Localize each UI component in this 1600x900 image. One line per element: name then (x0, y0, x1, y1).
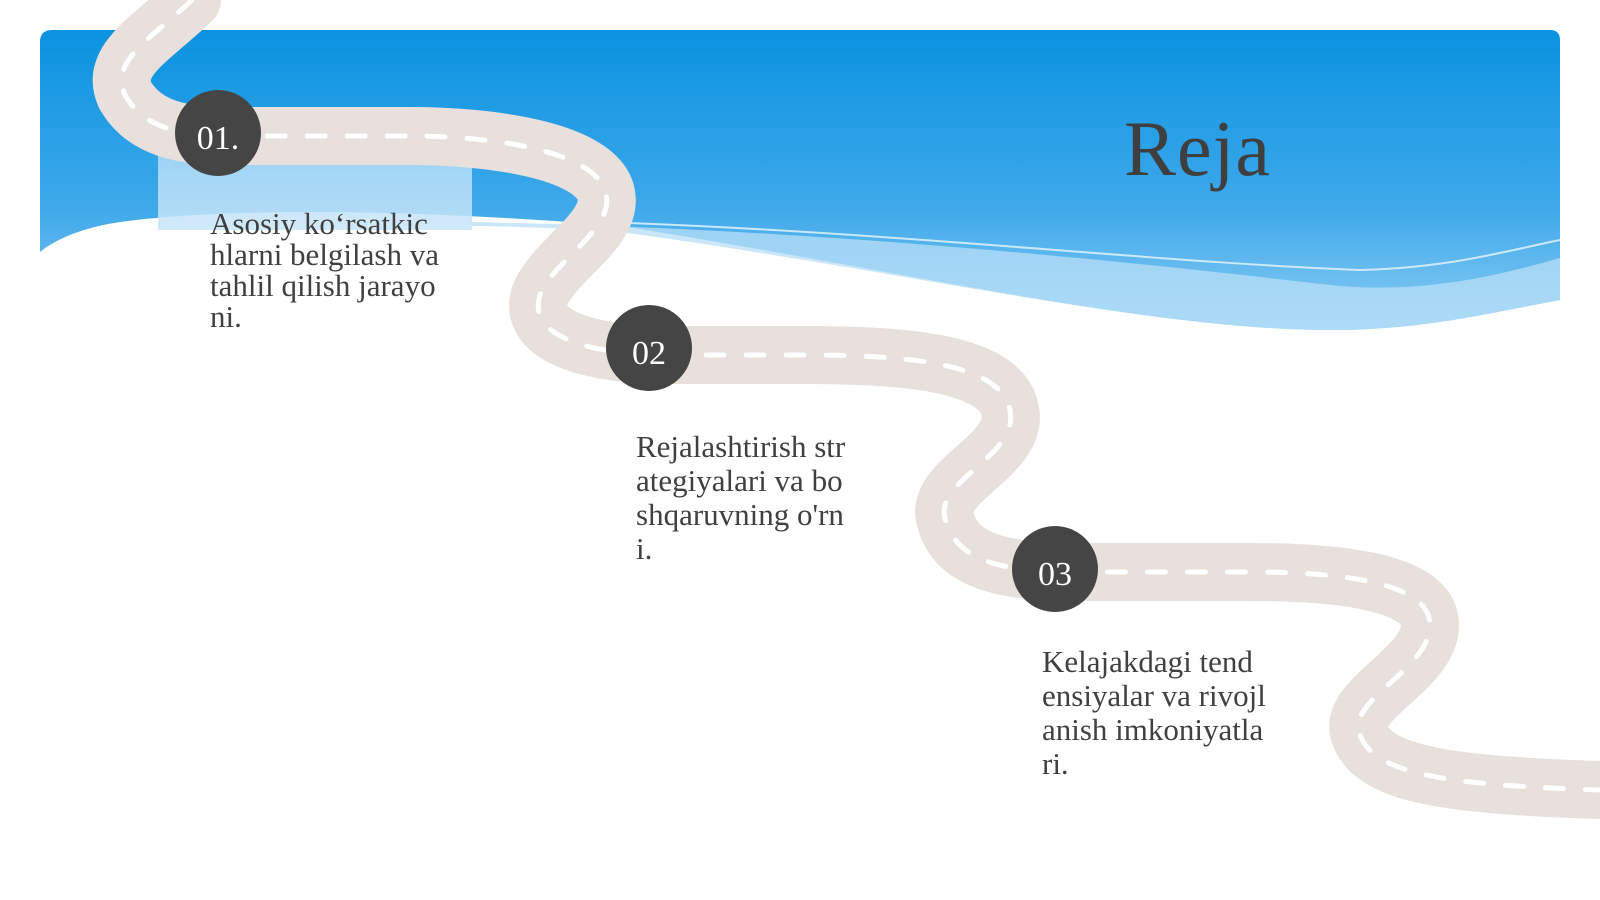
step-3-number: 03 (1012, 526, 1098, 612)
wave-band (470, 222, 1560, 330)
sky-banner (40, 30, 1560, 330)
road-lane-markings (119, 0, 1600, 793)
step-1-number: 01. (175, 90, 261, 176)
step-2-number: 02 (606, 305, 692, 391)
step-1-text: Asosiy ko‘rsatkichlarni belgilash va tah… (210, 206, 439, 334)
step-3-text: Kelajakdagi tendensiyalar va rivojlanish… (1042, 644, 1266, 781)
wave-line (599, 221, 1561, 272)
slide-title: Reja (1124, 105, 1271, 192)
step-2-text: Rejalashtirish strategiyalari va boshqar… (636, 429, 846, 566)
